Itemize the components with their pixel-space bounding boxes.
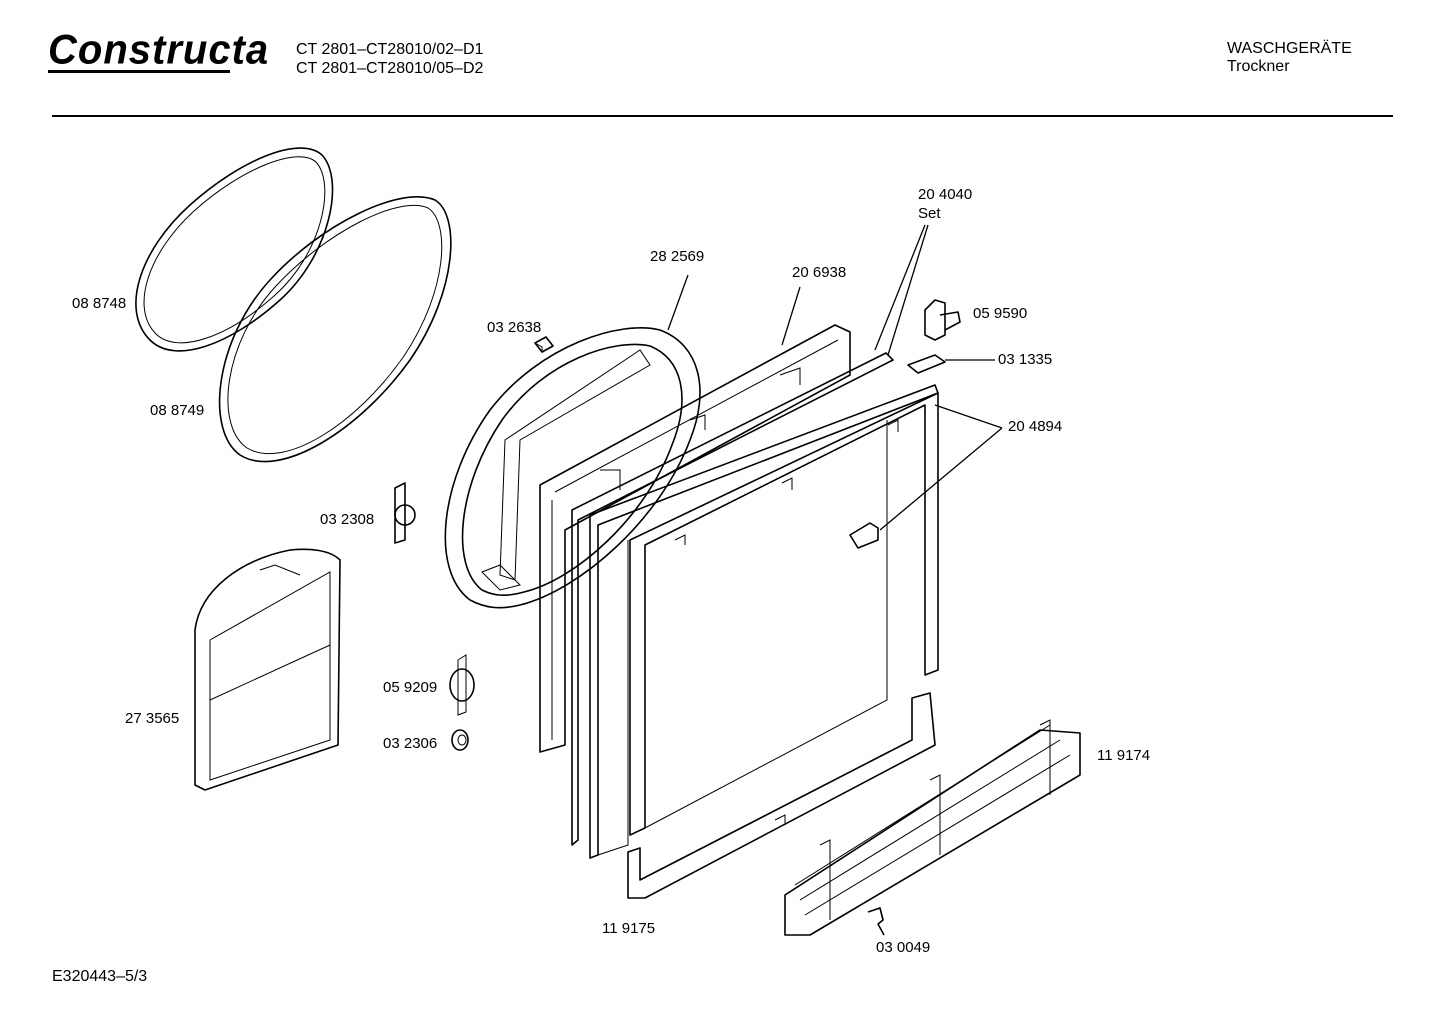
inner-frame-206938 [539, 324, 851, 753]
glass-pane-204040 [571, 352, 939, 859]
label-088749: 08 8749 [150, 402, 204, 419]
ring-clamp-059209 [449, 654, 475, 716]
label-273565: 27 3565 [125, 710, 179, 727]
label-119174: 11 9174 [1097, 747, 1150, 764]
label-032638: 03 2638 [487, 319, 541, 336]
knob-032306 [451, 729, 469, 751]
label-204894: 20 4894 [1008, 418, 1062, 435]
latch-204894 [849, 522, 879, 549]
label-282569: 28 2569 [650, 248, 704, 265]
label-088748: 08 8748 [72, 295, 126, 312]
model-line-1: CT 2801–CT28010/02–D1 [296, 41, 484, 58]
brand-logo: Constructa [48, 26, 270, 74]
lint-filter-273565 [194, 548, 341, 791]
category-title: WASCHGERÄTE [1227, 40, 1352, 57]
model-line-2: CT 2801–CT28010/05–D2 [296, 60, 484, 77]
label-032306: 03 2306 [383, 735, 437, 752]
label-204040: 20 4040 [918, 186, 972, 203]
hinge-059590 [924, 299, 961, 341]
label-204040-set: Set [918, 205, 941, 222]
label-119175: 11 9175 [602, 920, 655, 937]
gasket-ring-088748 [135, 147, 334, 352]
label-206938: 20 6938 [792, 264, 846, 281]
door-ring-282569 [444, 327, 701, 609]
label-032308: 03 2308 [320, 511, 374, 528]
pad-031335 [907, 354, 946, 374]
drawing-code: E320443–5/3 [52, 968, 148, 985]
catch-032308 [394, 482, 416, 544]
leader-lines [667, 224, 1003, 531]
plug-032638 [534, 336, 554, 353]
label-059590: 05 9590 [973, 305, 1027, 322]
gasket-ring-088749 [218, 196, 452, 463]
label-059209: 05 9209 [383, 679, 437, 696]
brand-logo-underline [48, 70, 230, 73]
label-030049: 03 0049 [876, 939, 930, 956]
label-031335: 03 1335 [998, 351, 1052, 368]
slide-rail-119174 [784, 719, 1081, 936]
header-divider [52, 115, 1393, 117]
bottom-rail-119175 [627, 692, 936, 899]
category-subtitle: Trockner [1227, 58, 1290, 75]
front-frame-204894 [629, 392, 939, 836]
clip-030049 [867, 907, 885, 936]
